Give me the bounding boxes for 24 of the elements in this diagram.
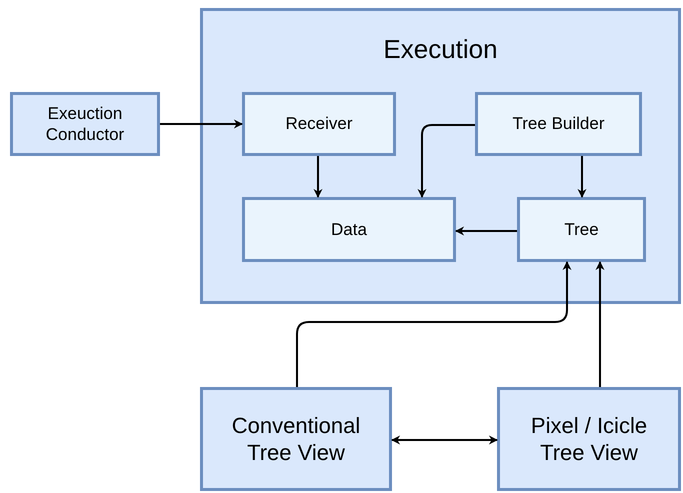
box-label: Tree Builder xyxy=(512,113,606,135)
arrow xyxy=(391,436,498,444)
box-label: Receiver xyxy=(284,113,354,135)
box-label: Pixel / Icicle Tree View xyxy=(530,412,648,466)
box-label: Exeuction Conductor xyxy=(44,102,126,146)
arrow xyxy=(314,156,322,198)
group-title: Execution xyxy=(382,33,499,66)
arrow xyxy=(455,226,517,236)
arrow xyxy=(418,124,475,198)
arrow xyxy=(296,261,572,387)
process-box xyxy=(517,197,646,262)
process-box xyxy=(242,92,396,156)
process-box xyxy=(10,92,160,156)
arrow xyxy=(160,120,243,128)
process-box xyxy=(497,387,681,491)
process-box xyxy=(475,92,642,156)
group-box xyxy=(200,8,681,304)
box-label: Tree xyxy=(563,218,600,240)
box-label: Conventional Tree View xyxy=(230,412,362,466)
arrow xyxy=(578,156,586,198)
box-label: Data xyxy=(330,218,368,240)
arrow xyxy=(596,261,604,387)
process-box xyxy=(242,197,456,262)
process-box xyxy=(200,387,392,491)
